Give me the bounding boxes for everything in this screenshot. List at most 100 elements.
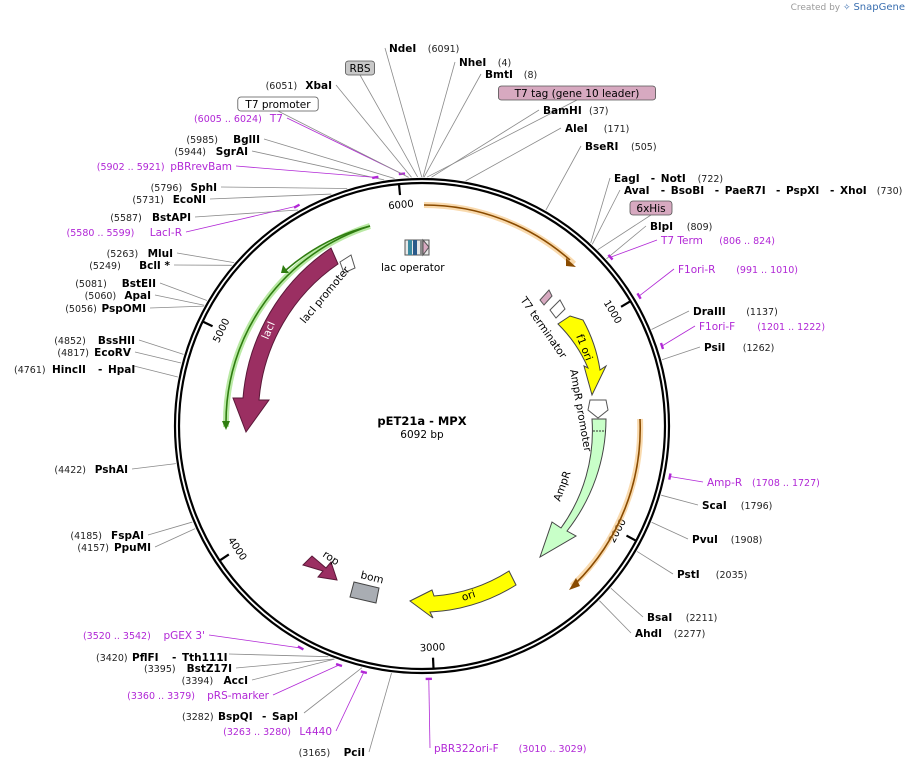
site-bsobi[interactable]: -BsoBI: [661, 185, 704, 197]
site-bsteii[interactable]: BstEII(5081): [75, 278, 156, 290]
primer-f1ori-r[interactable]: F1ori-R(991 .. 1010): [678, 264, 798, 276]
site-position: (6051): [266, 81, 298, 92]
site-pshai[interactable]: PshAI(4422): [54, 464, 128, 476]
site-name: PciI: [344, 747, 365, 759]
site-paer7i[interactable]: -PaeR7I: [715, 185, 766, 197]
primer-f1ori-f[interactable]: F1ori-F(1201 .. 1222): [699, 321, 825, 333]
site-psti[interactable]: PstI(2035): [677, 569, 747, 581]
site-bglii[interactable]: BglII(5985): [186, 134, 260, 146]
primer-laci-r[interactable]: LacI-R(5580 .. 5599): [67, 227, 182, 239]
leader-line: [591, 189, 621, 245]
primer-t7[interactable]: T7(6005 .. 6024): [194, 113, 283, 125]
site-bstapi[interactable]: BstAPI(5587): [110, 212, 191, 224]
leader-line: [610, 587, 644, 618]
site-name: AhdI: [635, 628, 662, 640]
site-blpi[interactable]: BlpI(809): [650, 221, 712, 233]
site-draiii[interactable]: DraIII (1137): [693, 306, 778, 318]
site-position: (2277): [674, 629, 706, 640]
site-pcii[interactable]: PciI(3165): [299, 747, 365, 759]
site-name: MluI: [148, 248, 173, 260]
primer-leader: [638, 268, 675, 297]
orf-green-arrow: [222, 421, 230, 430]
feature-box-t7promoter[interactable]: T7 promoter: [237, 96, 319, 112]
site-ppumi[interactable]: PpuMI(4157): [77, 542, 151, 554]
site-position: (5796): [151, 183, 183, 194]
snapgene-credit: Created by ✧ SnapGene: [791, 2, 905, 13]
site-name: BsaI: [647, 612, 672, 624]
site-name: BclI *: [139, 260, 170, 272]
site-name: EcoRV: [94, 347, 132, 359]
site-xhoi[interactable]: -XhoI(730): [830, 185, 902, 197]
site-pspomi[interactable]: PspOMI(5056): [65, 303, 146, 315]
primer-position: (1201 .. 1222): [757, 322, 825, 333]
site-bamhi[interactable]: BamHI(37): [543, 105, 609, 117]
site-pvui[interactable]: PvuI(1908): [692, 534, 762, 546]
site-bcli[interactable]: BclI *(5249): [89, 260, 170, 272]
site-econi[interactable]: EcoNI(5731): [132, 194, 206, 206]
feature-box-t7tag[interactable]: T7 tag (gene 10 leader): [497, 85, 656, 101]
site-bmti[interactable]: BmtI(8): [485, 69, 537, 81]
site-xbai[interactable]: XbaI(6051): [266, 80, 332, 92]
feature-box: [497, 85, 656, 101]
primer-pbr322ori-f[interactable]: pBR322ori-F(3010 .. 3029): [434, 743, 586, 755]
site-fspai[interactable]: FspAI(4185): [70, 530, 144, 542]
site-position: (505): [631, 142, 657, 153]
site-eagi[interactable]: EagI: [614, 173, 640, 185]
site-name: ApaI: [124, 290, 151, 302]
leader-line: [651, 310, 690, 330]
feature-rop: [302, 555, 338, 581]
site-sgrai[interactable]: SgrAI(5944): [174, 146, 248, 158]
site-alei[interactable]: AleI(171): [565, 123, 629, 135]
separator: -: [172, 652, 176, 664]
site-position: (5944): [174, 147, 206, 158]
leader-line: [131, 463, 176, 470]
site-position: (37): [589, 106, 609, 117]
site-bstz17i[interactable]: BstZ17I(3395): [144, 663, 232, 675]
site-acci[interactable]: AccI(3394): [182, 675, 248, 687]
site-nhei[interactable]: NheI(4): [459, 57, 511, 69]
site-noti[interactable]: -NotI(722): [651, 173, 723, 185]
separator: -: [661, 185, 665, 197]
site-pspxi[interactable]: -PspXI: [776, 185, 819, 197]
site-ecorv[interactable]: EcoRV (4817): [57, 347, 131, 359]
site-ndei[interactable]: NdeI(6091): [389, 43, 459, 55]
tick-mark: [625, 534, 637, 542]
primer-t7term[interactable]: T7 Term(806 .. 824): [660, 235, 775, 247]
primer-position: (6005 .. 6024): [194, 114, 262, 125]
site-position: (6091): [428, 44, 460, 55]
site-scai[interactable]: ScaI(1796): [702, 500, 772, 512]
feature-ampr: [539, 418, 607, 559]
site-bsai[interactable]: BsaI(2211): [647, 612, 717, 624]
site-ahdi[interactable]: AhdI (2277): [635, 628, 705, 640]
primer-prs-marker[interactable]: pRS-marker(3360 .. 3379): [127, 690, 270, 702]
site-name: BseRI: [585, 141, 618, 153]
primer-l4440[interactable]: L4440(3263 .. 3280): [223, 726, 332, 738]
site-name: PshAI: [95, 464, 128, 476]
site-name: DraIII: [693, 306, 726, 318]
site-avai[interactable]: AvaI: [624, 185, 650, 197]
orf-orange-top-line: [423, 204, 571, 261]
site-mlui[interactable]: MluI(5263): [107, 248, 173, 260]
site-position: (4817): [57, 348, 89, 359]
site-position: (1908): [731, 535, 763, 546]
site-bseri[interactable]: BseRI (505): [585, 141, 657, 153]
primer-pgex3[interactable]: pGEX 3'(3520 .. 3542): [83, 630, 205, 642]
feature-label-ori: ori: [460, 588, 477, 604]
primer-pbrrevbam[interactable]: pBRrevBam(5902 .. 5921): [97, 161, 232, 173]
site-bsshii[interactable]: BssHII(4852): [54, 335, 135, 347]
primer-amp-r[interactable]: Amp-R(1708 .. 1727): [707, 477, 820, 489]
leader-line: [590, 177, 611, 244]
site-psti1[interactable]: PsiI(1262): [704, 342, 774, 354]
feature-box-6xhis[interactable]: 6xHis: [629, 200, 673, 216]
site-position: (171): [604, 124, 630, 135]
site-name: BspQI: [218, 711, 253, 723]
feature-label-lac-operator: lac operator: [381, 262, 445, 274]
site-position: (1137): [746, 307, 778, 318]
primer-position: (991 .. 1010): [736, 265, 798, 276]
plasmid-size: 6092 bp: [400, 429, 444, 441]
feature-box-rbs[interactable]: RBS: [344, 60, 375, 76]
feature-box-label: 6xHis: [636, 203, 665, 215]
site-sphi[interactable]: SphI(5796): [151, 182, 217, 194]
site-apai[interactable]: ApaI(5060): [85, 290, 151, 302]
